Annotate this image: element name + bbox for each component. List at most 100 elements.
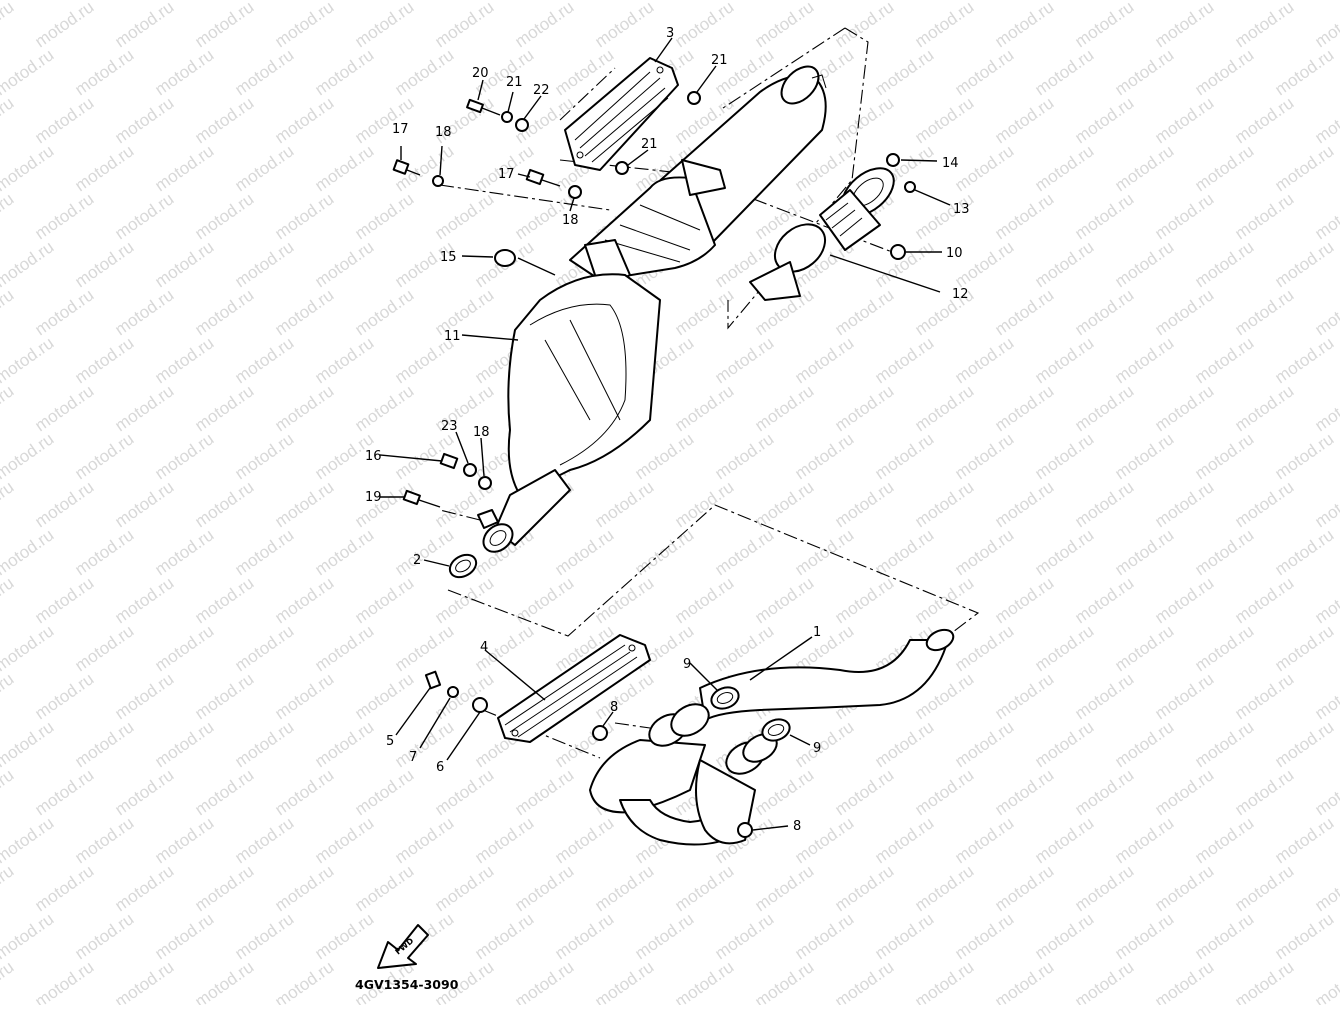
watermark-text: motod.ru	[791, 717, 857, 771]
watermark-text: motod.ru	[351, 573, 417, 627]
watermark-text: motod.ru	[71, 237, 137, 291]
watermark-text: motod.ru	[431, 189, 497, 243]
watermark-text: motod.ru	[71, 141, 137, 195]
watermark-text: motod.ru	[271, 285, 337, 339]
watermark-text: motod.ru	[911, 573, 977, 627]
watermark-text: motod.ru	[1071, 957, 1137, 1005]
watermark-text: motod.ru	[831, 381, 897, 435]
watermark-text: motod.ru	[591, 957, 657, 1005]
callout-11: 11	[444, 329, 461, 344]
watermark-text: motod.ru	[471, 909, 537, 963]
watermark-text: motod.ru	[911, 381, 977, 435]
watermark-text: motod.ru	[511, 957, 577, 1005]
watermark-text: motod.ru	[831, 957, 897, 1005]
watermark-text: motod.ru	[1311, 573, 1340, 627]
watermark-text: motod.ru	[191, 0, 257, 51]
watermark-text: motod.ru	[1271, 525, 1337, 579]
watermark-text: motod.ru	[271, 477, 337, 531]
watermark-text: motod.ru	[511, 573, 577, 627]
watermark-text: motod.ru	[231, 813, 297, 867]
watermark-text: motod.ru	[951, 909, 1017, 963]
watermark-text: motod.ru	[351, 0, 417, 51]
watermark-text: motod.ru	[1151, 477, 1217, 531]
watermark-text: motod.ru	[1311, 669, 1340, 723]
watermark-text: motod.ru	[1031, 45, 1097, 99]
watermark-text: motod.ru	[231, 525, 297, 579]
watermark-text: motod.ru	[231, 45, 297, 99]
watermark-text: motod.ru	[71, 909, 137, 963]
watermark-text: motod.ru	[0, 765, 17, 819]
watermark-text: motod.ru	[751, 957, 817, 1005]
watermark-text: motod.ru	[1191, 813, 1257, 867]
callout-21: 21	[506, 75, 523, 90]
watermark-text: motod.ru	[1031, 717, 1097, 771]
watermark-text: motod.ru	[1071, 189, 1137, 243]
watermark-text: motod.ru	[271, 861, 337, 915]
watermark-text: motod.ru	[431, 573, 497, 627]
watermark-text: motod.ru	[111, 477, 177, 531]
watermark-text: motod.ru	[1311, 861, 1340, 915]
callout-1: 1	[813, 625, 821, 640]
watermark-text: motod.ru	[951, 525, 1017, 579]
watermark-text: motod.ru	[1031, 909, 1097, 963]
watermark-text: motod.ru	[151, 429, 217, 483]
watermark-text: motod.ru	[1071, 93, 1137, 147]
watermark-text: motod.ru	[711, 525, 777, 579]
callout-20: 20	[472, 66, 489, 81]
watermark-text: motod.ru	[1111, 525, 1177, 579]
watermark-text: motod.ru	[0, 525, 57, 579]
watermark-text: motod.ru	[311, 45, 377, 99]
callout-10: 10	[946, 246, 963, 261]
watermark-text: motod.ru	[671, 381, 737, 435]
watermark-text: motod.ru	[671, 285, 737, 339]
watermark-text: motod.ru	[0, 477, 17, 531]
watermark-text: motod.ru	[551, 813, 617, 867]
watermark-text: motod.ru	[391, 813, 457, 867]
watermark-text: motod.ru	[711, 909, 777, 963]
watermark-text: motod.ru	[1071, 765, 1137, 819]
watermark-text: motod.ru	[71, 429, 137, 483]
watermark-text: motod.ru	[1231, 0, 1297, 51]
callout-2: 2	[413, 553, 421, 568]
watermark-text: motod.ru	[311, 333, 377, 387]
heat-shield-4	[424, 634, 651, 743]
watermark-text: motod.ru	[1271, 237, 1337, 291]
watermark-text: motod.ru	[151, 717, 217, 771]
exhaust-header-1	[589, 628, 955, 846]
callout-6: 6	[436, 760, 444, 775]
watermark-text: motod.ru	[151, 141, 217, 195]
watermark-text: motod.ru	[31, 957, 97, 1005]
callout-22: 22	[533, 83, 550, 98]
watermark-text: motod.ru	[911, 477, 977, 531]
watermark-text: motod.ru	[1031, 429, 1097, 483]
watermark-text: motod.ru	[1071, 381, 1137, 435]
watermark-text: motod.ru	[1231, 477, 1297, 531]
watermark-text: motod.ru	[0, 717, 57, 771]
watermark-text: motod.ru	[191, 765, 257, 819]
watermark-text: motod.ru	[31, 93, 97, 147]
watermark-text: motod.ru	[671, 477, 737, 531]
watermark-text: motod.ru	[871, 525, 937, 579]
watermark-text: motod.ru	[311, 141, 377, 195]
watermark-text: motod.ru	[551, 525, 617, 579]
watermark-text: motod.ru	[71, 717, 137, 771]
watermark-text: motod.ru	[951, 621, 1017, 675]
watermark-text: motod.ru	[1271, 717, 1337, 771]
watermark-text: motod.ru	[231, 429, 297, 483]
watermark-text: motod.ru	[551, 45, 617, 99]
watermark-text: motod.ru	[631, 909, 697, 963]
watermark-text: motod.ru	[111, 957, 177, 1005]
watermark-text: motod.ru	[1111, 141, 1177, 195]
watermark-text: motod.ru	[1191, 141, 1257, 195]
watermark-text: motod.ru	[1151, 189, 1217, 243]
watermark-text: motod.ru	[1231, 861, 1297, 915]
watermark-text: motod.ru	[1151, 861, 1217, 915]
callout-labels: 3 21 20 21 22 17 18 21 17 18 14 13 10 12…	[365, 26, 970, 834]
watermark-text: motod.ru	[1111, 333, 1177, 387]
callout-9: 9	[683, 657, 691, 672]
watermark-text: motod.ru	[791, 909, 857, 963]
watermark-text: motod.ru	[1031, 333, 1097, 387]
watermark-text: motod.ru	[1071, 285, 1137, 339]
